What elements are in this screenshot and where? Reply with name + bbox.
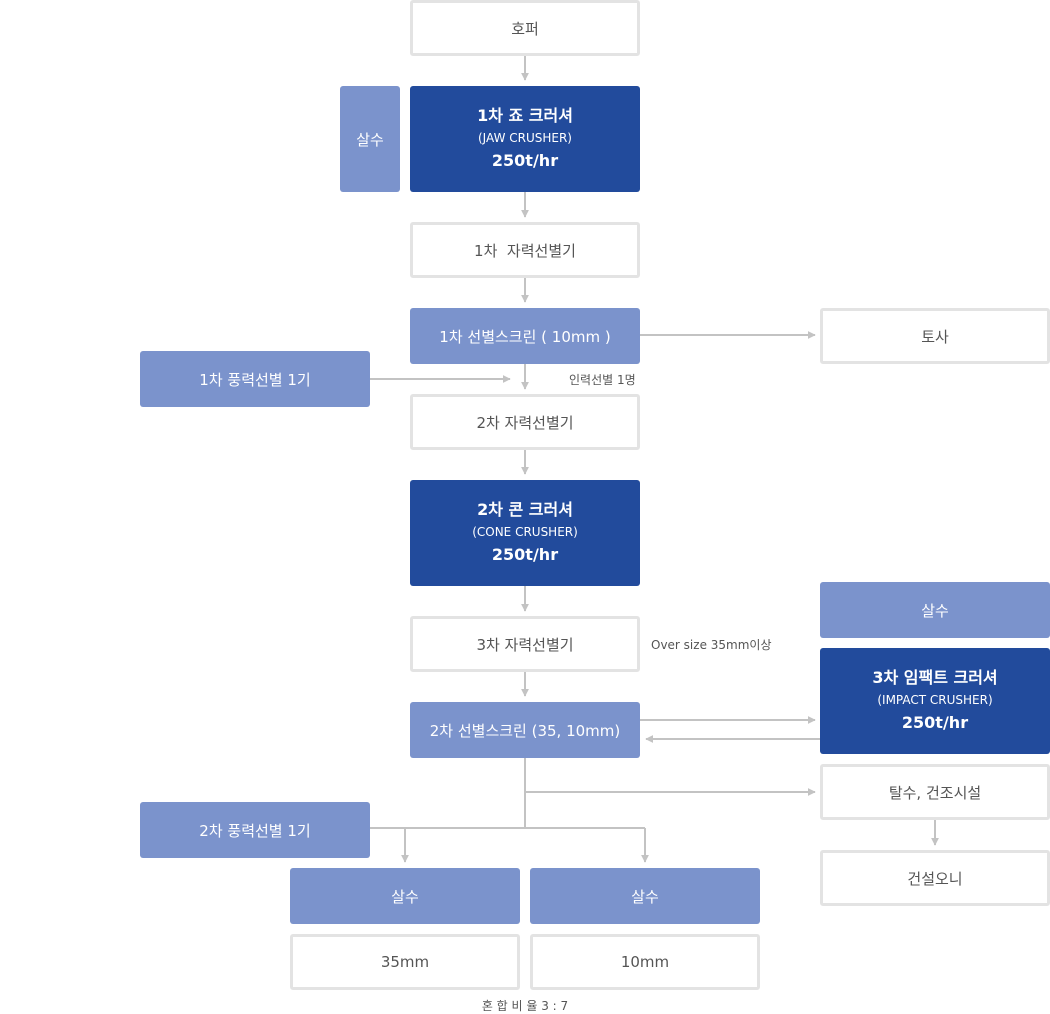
impact-crusher-box: 3차 임팩트 크러셔 (IMPACT CRUSHER) 250t/hr: [820, 648, 1050, 754]
impact-crusher-title: 3차 임팩트 크러셔: [872, 668, 998, 687]
spray-impact-box: 살수: [820, 582, 1050, 638]
spray1-box: 살수: [340, 86, 400, 192]
wind1-label: 1차 풍력선별 1기: [199, 370, 311, 389]
mag1-label: 1차 자력선별기: [474, 241, 576, 260]
cone-crusher-capacity: 250t/hr: [491, 545, 559, 564]
sludge-box: 건설오니: [820, 850, 1050, 906]
arrow-screen2-to-dewater: [524, 758, 816, 796]
cone-crusher-title: 2차 콘 크러셔: [477, 500, 573, 519]
output-35mm-box: 35mm: [290, 934, 520, 990]
jaw-crusher-box: 1차 죠 크러셔 (JAW CRUSHER) 250t/hr: [410, 86, 640, 192]
wind2-box: 2차 풍력선별 1기: [140, 802, 370, 858]
output-35mm-label: 35mm: [380, 953, 430, 971]
mag1-box: 1차 자력선별기: [410, 222, 640, 278]
jaw-crusher-capacity: 250t/hr: [491, 151, 559, 170]
spray-10-box: 살수: [530, 868, 760, 924]
hopper-label: 호퍼: [511, 19, 539, 38]
screen1-label: 1차 선별스크린 ( 10mm ): [439, 327, 611, 346]
jaw-crusher-title: 1차 죠 크러셔: [477, 106, 573, 125]
oversize-note: Over size 35mm이상: [651, 638, 772, 652]
spray-impact-label: 살수: [921, 601, 949, 620]
screen1-box: 1차 선별스크린 ( 10mm ): [410, 308, 640, 364]
manual-sort-note: 인력선별 1명: [569, 373, 636, 387]
jaw-crusher-subtitle: (JAW CRUSHER): [478, 131, 572, 145]
wind1-box: 1차 풍력선별 1기: [140, 351, 370, 407]
dewater-label: 탈수, 건조시설: [888, 783, 982, 802]
mag2-label: 2차 자력선별기: [476, 413, 574, 432]
screen2-box: 2차 선별스크린 (35, 10mm): [410, 702, 640, 758]
mag2-box: 2차 자력선별기: [410, 394, 640, 450]
wind2-label: 2차 풍력선별 1기: [199, 821, 311, 840]
cone-crusher-box: 2차 콘 크러셔 (CONE CRUSHER) 250t/hr: [410, 480, 640, 586]
screen2-label: 2차 선별스크린 (35, 10mm): [429, 721, 621, 740]
sludge-label: 건설오니: [907, 869, 963, 888]
impact-crusher-subtitle: (IMPACT CRUSHER): [877, 693, 993, 707]
output-10mm-label: 10mm: [620, 953, 670, 971]
dewater-box: 탈수, 건조시설: [820, 764, 1050, 820]
spray-35-label: 살수: [391, 887, 419, 906]
impact-crusher-capacity: 250t/hr: [901, 713, 969, 732]
mix-ratio-note: 혼 합 비 율 3 : 7: [481, 999, 569, 1013]
hopper-box: 호퍼: [410, 0, 640, 56]
spray-35-box: 살수: [290, 868, 520, 924]
output-10mm-box: 10mm: [530, 934, 760, 990]
soil-box: 토사: [820, 308, 1050, 364]
soil-label: 토사: [921, 327, 949, 346]
mag3-label: 3차 자력선별기: [476, 635, 574, 654]
spray-10-label: 살수: [631, 887, 659, 906]
mag3-box: 3차 자력선별기: [410, 616, 640, 672]
spray1-label: 살수: [356, 130, 384, 149]
cone-crusher-subtitle: (CONE CRUSHER): [472, 525, 578, 539]
